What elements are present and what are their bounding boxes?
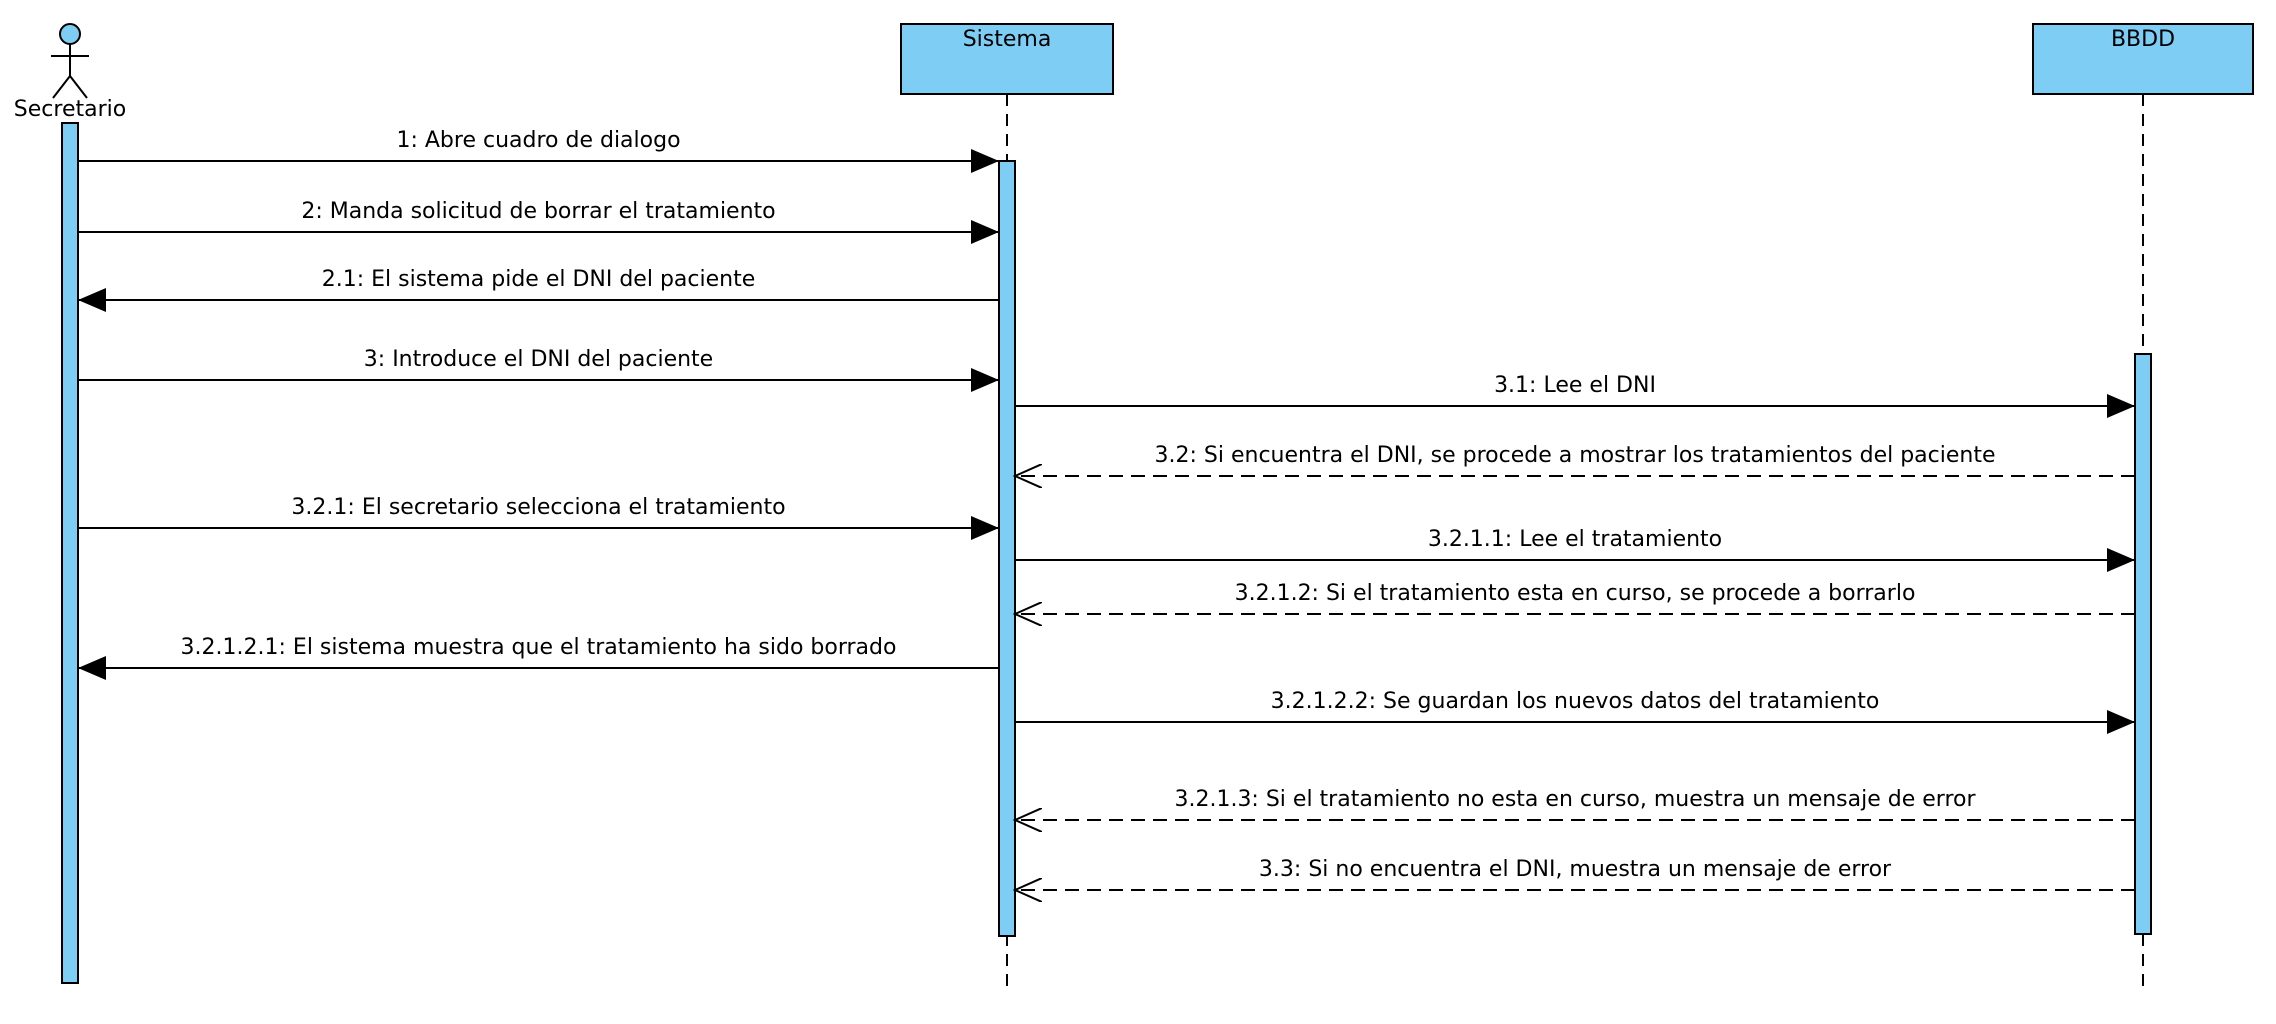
- message-4: 3: Introduce el DNI del paciente: [78, 347, 999, 392]
- message-label: 3.3: Si no encuentra el DNI, muestra un …: [1259, 857, 1892, 882]
- message-number: 3.2:: [1155, 443, 1204, 468]
- participant-name: Sistema: [963, 27, 1052, 52]
- message-number: 3.2.1.2.2:: [1271, 689, 1383, 714]
- message-3: 2.1: El sistema pide el DNI del paciente: [78, 267, 999, 312]
- message-label: 3.2.1: El secretario selecciona el trata…: [291, 495, 785, 520]
- message-number: 3.2.1.1:: [1428, 527, 1519, 552]
- message-text: Se guardan los nuevos datos del tratamie…: [1383, 689, 1879, 714]
- message-number: 2.1:: [322, 267, 371, 292]
- message-text: Lee el tratamiento: [1519, 527, 1722, 552]
- message-label: 3.2.1.2.1: El sistema muestra que el tra…: [181, 635, 897, 660]
- message-13: 3.3: Si no encuentra el DNI, muestra un …: [1015, 857, 2135, 890]
- participant-sistema: Sistema: [900, 23, 1114, 95]
- message-12: 3.2.1.3: Si el tratamiento no esta en cu…: [1015, 787, 2135, 820]
- participant-box: [900, 23, 1114, 95]
- message-text: Si el tratamiento esta en curso, se proc…: [1326, 581, 1915, 606]
- message-text: Si encuentra el DNI, se procede a mostra…: [1204, 443, 1996, 468]
- message-10: 3.2.1.2.1: El sistema muestra que el tra…: [78, 635, 999, 680]
- message-number: 3:: [364, 347, 392, 372]
- message-9: 3.2.1.2: Si el tratamiento esta en curso…: [1015, 581, 2135, 614]
- message-number: 3.2.1.2:: [1235, 581, 1326, 606]
- message-1: 1: Abre cuadro de dialogo: [78, 128, 999, 173]
- message-number: 3.1:: [1494, 373, 1543, 398]
- actor-name: Secretario: [14, 97, 126, 122]
- message-11: 3.2.1.2.2: Se guardan los nuevos datos d…: [1015, 689, 2135, 734]
- participant-box: [2032, 23, 2254, 95]
- message-number: 1:: [396, 128, 424, 153]
- activation-bar-bbdd: [2134, 353, 2152, 935]
- message-text: Lee el DNI: [1543, 373, 1655, 398]
- message-text: El sistema muestra que el tratamiento ha…: [293, 635, 897, 660]
- messages: 1: Abre cuadro de dialogo 2: Manda solici…: [78, 128, 2135, 890]
- activation-bar-secretario: [61, 122, 79, 984]
- participant-bbdd: BBDD: [2032, 23, 2254, 95]
- message-label: 3.2.1.2.2: Se guardan los nuevos datos d…: [1271, 689, 1880, 714]
- message-number: 2:: [301, 199, 329, 224]
- message-text: Abre cuadro de dialogo: [425, 128, 681, 153]
- message-number: 3.2.1.2.1:: [181, 635, 293, 660]
- message-label: 2.1: El sistema pide el DNI del paciente: [322, 267, 756, 292]
- message-text: Manda solicitud de borrar el tratamiento: [330, 199, 776, 224]
- message-text: Si el tratamiento no esta en curso, mues…: [1266, 787, 1977, 812]
- message-label: 3.2.1.3: Si el tratamiento no esta en cu…: [1174, 787, 1976, 812]
- message-label: 1: Abre cuadro de dialogo: [396, 128, 680, 153]
- message-label: 3.2: Si encuentra el DNI, se procede a m…: [1155, 443, 1996, 468]
- message-text: Si no encuentra el DNI, muestra un mensa…: [1308, 857, 1892, 882]
- message-label: 3.2.1.1: Lee el tratamiento: [1428, 527, 1722, 552]
- participant-name: BBDD: [2111, 27, 2175, 52]
- message-text: El sistema pide el DNI del paciente: [371, 267, 755, 292]
- message-number: 3.3:: [1259, 857, 1308, 882]
- message-2: 2: Manda solicitud de borrar el tratamie…: [78, 199, 999, 244]
- message-text: Introduce el DNI del paciente: [392, 347, 713, 372]
- message-8: 3.2.1.1: Lee el tratamiento: [1015, 527, 2135, 572]
- message-label: 3: Introduce el DNI del paciente: [364, 347, 713, 372]
- message-number: 3.2.1.3:: [1174, 787, 1265, 812]
- message-label: 3.1: Lee el DNI: [1494, 373, 1656, 398]
- message-label: 2: Manda solicitud de borrar el tratamie…: [301, 199, 775, 224]
- stick-figure-icon: [51, 23, 89, 99]
- actor-secretario: Secretario: [14, 23, 126, 122]
- message-text: El secretario selecciona el tratamiento: [362, 495, 786, 520]
- activation-bar-sistema: [998, 160, 1016, 937]
- message-7: 3.2.1: El secretario selecciona el trata…: [78, 495, 999, 540]
- message-number: 3.2.1:: [291, 495, 361, 520]
- message-6: 3.2: Si encuentra el DNI, se procede a m…: [1015, 443, 2135, 476]
- message-5: 3.1: Lee el DNI: [1015, 373, 2135, 418]
- message-label: 3.2.1.2: Si el tratamiento esta en curso…: [1235, 581, 1916, 606]
